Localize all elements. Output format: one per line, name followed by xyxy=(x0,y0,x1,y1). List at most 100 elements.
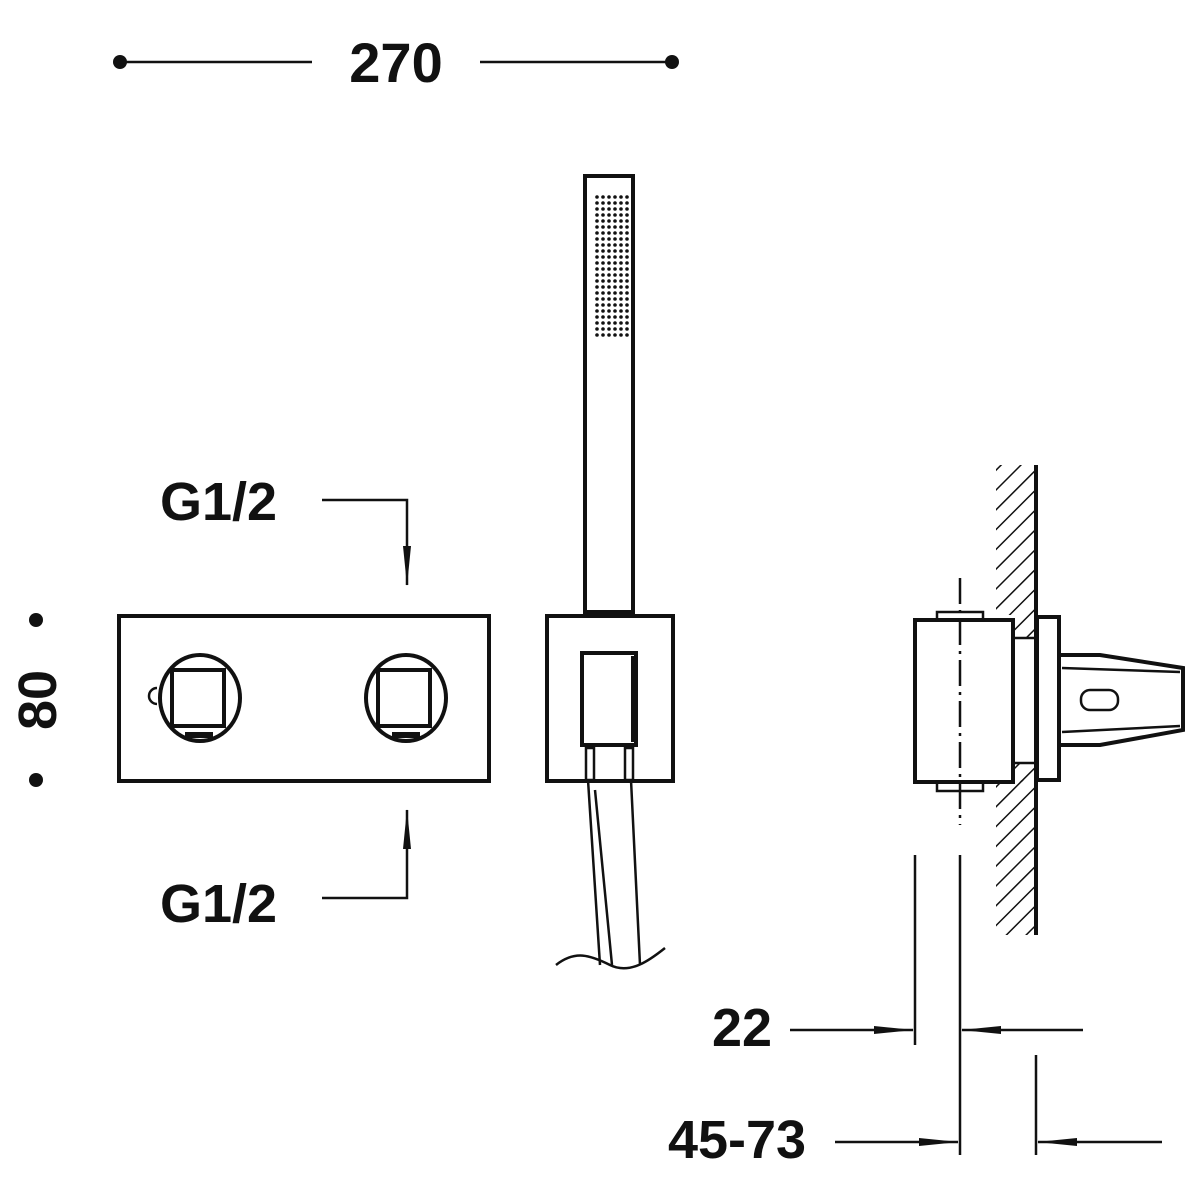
nozzle-dot xyxy=(601,261,605,265)
depth-min-label: 22 xyxy=(712,998,772,1058)
nozzle-dot xyxy=(625,243,629,247)
nozzle-dot xyxy=(601,327,605,331)
nozzle-dot xyxy=(595,195,599,199)
nozzle-dot xyxy=(613,231,617,235)
nozzle-dot xyxy=(619,201,623,205)
nozzle-dot xyxy=(607,279,611,283)
nozzle-dot xyxy=(607,231,611,235)
nozzle-dot xyxy=(595,225,599,229)
nozzle-dot xyxy=(625,309,629,313)
width-dimension: 270 xyxy=(113,31,679,94)
side-view xyxy=(913,465,1185,935)
nozzle-dot xyxy=(613,321,617,325)
handle xyxy=(1059,653,1185,747)
nozzle-dot xyxy=(625,279,629,283)
nozzle-dot xyxy=(613,201,617,205)
nozzle-dot xyxy=(613,261,617,265)
nozzle-dot xyxy=(613,267,617,271)
nozzle-dot xyxy=(619,303,623,307)
nozzle-dot xyxy=(613,249,617,253)
nozzle-dot xyxy=(601,297,605,301)
mixer-plate xyxy=(117,614,491,783)
nozzle-dot xyxy=(619,309,623,313)
nozzle-dot xyxy=(601,219,605,223)
nozzle-dot xyxy=(619,285,623,289)
nozzle-dot xyxy=(625,225,629,229)
nozzle-dot xyxy=(619,243,623,247)
inlet-bottom-callout: G1/2 xyxy=(160,809,411,934)
nozzle-dot xyxy=(625,321,629,325)
nozzle-dot xyxy=(613,327,617,331)
hose xyxy=(586,779,642,966)
nozzle-dot xyxy=(625,327,629,331)
height-label: 80 xyxy=(8,670,68,730)
nozzle-dot xyxy=(613,255,617,259)
nozzle-dot xyxy=(595,315,599,319)
nozzle-dot xyxy=(607,195,611,199)
nozzle-dot xyxy=(613,273,617,277)
nozzle-dot xyxy=(607,237,611,241)
nozzle-dot xyxy=(595,237,599,241)
nozzle-dot xyxy=(619,267,623,271)
spray-nozzles xyxy=(595,195,629,337)
nozzle-dot xyxy=(595,261,599,265)
nozzle-dot xyxy=(613,291,617,295)
nozzle-dot xyxy=(595,309,599,313)
nozzle-dot xyxy=(607,333,611,337)
nozzle-dot xyxy=(607,273,611,277)
nozzle-dot xyxy=(613,243,617,247)
nozzle-dot xyxy=(613,219,617,223)
nozzle-dot xyxy=(601,333,605,337)
nozzle-dot xyxy=(607,321,611,325)
nozzle-dot xyxy=(619,315,623,319)
nozzle-dot xyxy=(601,237,605,241)
nozzle-dot xyxy=(601,315,605,319)
nozzle-dot xyxy=(619,237,623,241)
nozzle-dot xyxy=(601,321,605,325)
nozzle-dot xyxy=(595,333,599,337)
nozzle-dot xyxy=(619,279,623,283)
nozzle-dot xyxy=(625,255,629,259)
nozzle-dot xyxy=(595,231,599,235)
nozzle-dot xyxy=(619,327,623,331)
nozzle-dot xyxy=(619,333,623,337)
right-knob xyxy=(364,653,448,743)
inlet-top-callout: G1/2 xyxy=(160,472,411,586)
nozzle-dot xyxy=(625,303,629,307)
nozzle-dot xyxy=(601,267,605,271)
nozzle-dot xyxy=(595,273,599,277)
nozzle-dot xyxy=(595,219,599,223)
nozzle-dot xyxy=(625,195,629,199)
width-label: 270 xyxy=(349,31,442,94)
nozzle-dot xyxy=(625,261,629,265)
nozzle-dot xyxy=(613,195,617,199)
shower-holder xyxy=(545,614,675,783)
nozzle-dot xyxy=(595,267,599,271)
nozzle-dot xyxy=(607,297,611,301)
nozzle-dot xyxy=(625,297,629,301)
nozzle-dot xyxy=(601,273,605,277)
depth-range-label: 45-73 xyxy=(668,1110,806,1170)
nozzle-dot xyxy=(595,201,599,205)
nozzle-dot xyxy=(601,249,605,253)
nozzle-dot xyxy=(619,213,623,217)
nozzle-dot xyxy=(601,285,605,289)
nozzle-dot xyxy=(619,219,623,223)
nozzle-dot xyxy=(625,213,629,217)
nozzle-dot xyxy=(607,303,611,307)
nozzle-dot xyxy=(595,207,599,211)
depth-dimensions: 22 45-73 xyxy=(668,855,1162,1170)
nozzle-dot xyxy=(595,243,599,247)
nozzle-dot xyxy=(601,279,605,283)
nozzle-dot xyxy=(607,255,611,259)
nozzle-dot xyxy=(625,315,629,319)
nozzle-dot xyxy=(625,237,629,241)
nozzle-dot xyxy=(595,297,599,301)
nozzle-dot xyxy=(595,213,599,217)
nozzle-dot xyxy=(625,201,629,205)
nozzle-dot xyxy=(625,291,629,295)
nozzle-dot xyxy=(601,213,605,217)
hand-shower xyxy=(545,174,675,970)
